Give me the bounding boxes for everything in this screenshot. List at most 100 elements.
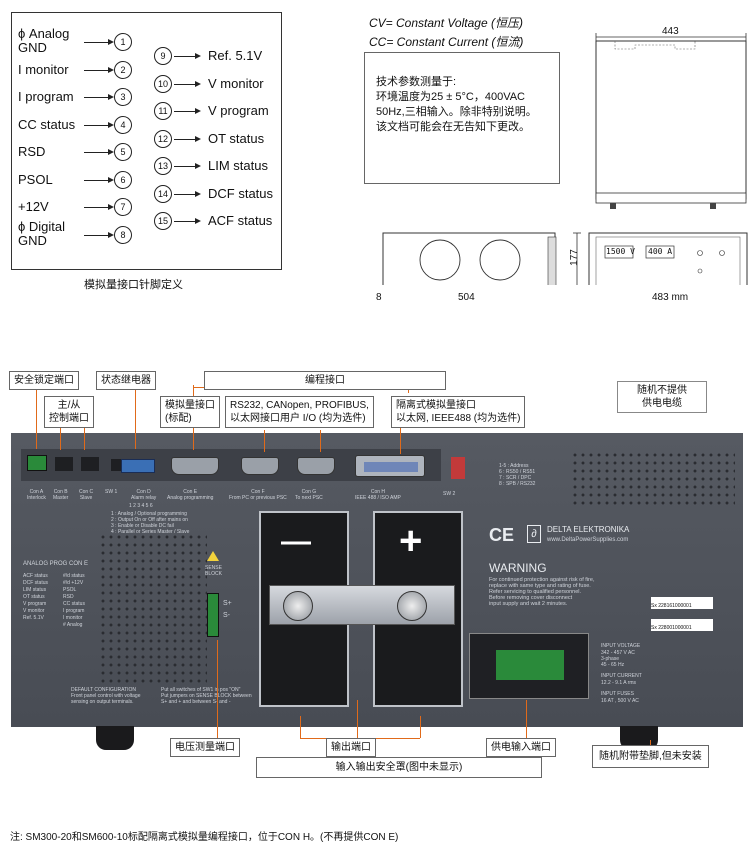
pin-number-circle: 11: [154, 102, 172, 120]
analog-pin-row: Ref. 5.1V: [23, 615, 44, 621]
pin-number-circle: 13: [154, 157, 172, 175]
callout-safety-cover: 输入输出安全罩(图中未显示): [256, 757, 542, 778]
connector-label: Con A Interlock: [27, 489, 46, 501]
spec-line: 环境温度为25 ± 5°C，400VAC: [376, 91, 525, 103]
pin-number-circle: 8: [114, 225, 132, 244]
pin-label-right: OT status: [208, 130, 265, 146]
pinout-caption: 模拟量接口针脚定义: [84, 279, 183, 291]
pin-arrow-line-left: [84, 97, 108, 98]
input-current-value: 12.2 - 9.1 A rms: [601, 680, 637, 686]
brand-name: DELTA ELEKTRONIKA: [547, 525, 630, 534]
con-g-connector[interactable]: [297, 457, 335, 475]
dim-front-width: 483 mm: [652, 292, 689, 303]
pin-label-left: I monitor: [18, 61, 69, 77]
con-c-connector[interactable]: [81, 457, 99, 471]
arrow-right-icon: [108, 39, 114, 45]
pin-number-circle: 2: [114, 60, 132, 79]
front-display-v-value: 1500: [606, 247, 626, 256]
connector-label: Con F From PC or previous PSC: [229, 489, 287, 501]
callout-isolated-analog: 隔离式模拟量接口 以太网, IEEE488 (均为选件): [391, 396, 526, 428]
pin-arrow-line-right: [174, 193, 196, 195]
sw1-item: 1 : Analog / Optional programming: [111, 511, 187, 517]
dim-height: 177: [568, 249, 580, 266]
pin-label-left: I program: [18, 89, 74, 104]
pin-number-circle: 12: [154, 129, 172, 148]
pin-label-left: +12V: [18, 199, 49, 214]
pin-label-left: PSOL: [18, 171, 53, 187]
pin-arrow-line-left: [84, 234, 108, 236]
default-config-2: Put all switches of SW1 in pos "ON" Put …: [161, 687, 252, 705]
connector-label: Con E Analog programming: [167, 489, 214, 501]
output-bolt-positive[interactable]: [397, 591, 427, 621]
serial-label-2: Sx 228001000001: [651, 619, 713, 631]
default-config: DEFAULT CONFIGURATION Front panel contro…: [71, 687, 141, 705]
footnote: 注: SM300-20和SM600-10标配隔离式模拟量编程接口，位于CON H…: [10, 832, 399, 843]
sense-block-label: SENSE BLOCK: [205, 565, 222, 577]
sw2-item: 7 : SCR / DPC: [499, 475, 532, 481]
spec-line: 50Hz,三相输入。除非特别说明。: [376, 106, 537, 118]
spec-line: 技术参数测量于:: [376, 76, 457, 88]
arrow-right-icon: [108, 121, 114, 128]
arrow-right-icon: [195, 190, 201, 197]
arrow-right-icon: [195, 80, 201, 87]
con-b-connector[interactable]: [55, 457, 73, 471]
arrow-right-icon: [195, 108, 201, 114]
plus-sign: +: [399, 519, 423, 563]
analog-pin-row: # Analog: [63, 622, 83, 628]
front-display-a-value: 400: [648, 247, 663, 256]
analog-prog-title: ANALOG PROG CON E: [23, 561, 89, 567]
spec-line: 该文档可能会在无告知下更改。: [376, 121, 530, 133]
dim-width-top: 443: [662, 26, 679, 37]
pin-number-circle: 9: [154, 47, 172, 65]
analog-pin-row: DCF status: [23, 580, 49, 586]
pin-arrow-line-left: [84, 42, 108, 43]
pin-arrow-line-right: [174, 83, 196, 85]
callout-feet: 随机附带垫脚,但未安装: [592, 745, 709, 768]
arrow-right-icon: [108, 231, 114, 238]
pin-label-right: ACF status: [208, 213, 273, 228]
pin-arrow-line-right: [174, 221, 196, 222]
con-f-connector[interactable]: [241, 457, 279, 475]
pin-arrow-line-right: [174, 166, 196, 167]
connector-label: Con C Slave: [79, 489, 94, 501]
pin-label-right: V monitor: [208, 75, 264, 91]
pin-number-circle: 7: [114, 198, 132, 216]
power-input-block[interactable]: [469, 633, 589, 699]
callout-analog-port: 模拟量接口 (标配): [160, 396, 220, 428]
arrow-right-icon: [108, 176, 114, 183]
con-h-connector[interactable]: [355, 455, 425, 477]
connector-label: SW 1: [105, 489, 118, 495]
minus-sign: —: [281, 525, 311, 558]
analog-pin-row: CC status: [63, 601, 85, 607]
analog-pin-row: ACF status: [23, 573, 48, 579]
pin-label-right: V program: [208, 103, 269, 118]
dimension-drawings: [382, 33, 748, 285]
warning-text: For continued protection against risk of…: [489, 577, 595, 607]
vent-grille-left: [99, 533, 207, 683]
arrow-right-icon: [108, 66, 114, 73]
arrow-right-icon: [195, 135, 201, 142]
sw2-item: 6 : RS50 / RS51: [499, 469, 536, 475]
dim-offset: 8: [376, 292, 382, 303]
spec-note-box: 技术参数测量于: 环境温度为25 ± 5°C，400VAC 50Hz,三相输入。除非…: [364, 52, 560, 184]
output-bolt-negative[interactable]: [283, 591, 313, 621]
pin-number-circle: 5: [114, 143, 132, 161]
sw1-item: 3 : Enable or Disable DC fail: [111, 523, 174, 529]
sw2-label: SW 2: [443, 491, 456, 497]
con-a-connector[interactable]: [27, 455, 47, 471]
input-fuses-title: INPUT FUSES: [601, 691, 634, 697]
arrow-right-icon: [108, 204, 114, 210]
connector-label: Con D Alarm relay: [131, 489, 157, 501]
con-e-connector[interactable]: [171, 457, 219, 475]
front-display-a: 400 A: [648, 247, 672, 256]
callout-status-relay: 状态继电器: [96, 371, 156, 390]
pin-arrow-line-right: [174, 138, 196, 140]
callout-sense-port: 电压测量端口: [170, 738, 240, 757]
con-d-connector[interactable]: [121, 459, 155, 473]
pin-number-circle: 6: [114, 170, 132, 189]
arrow-right-icon: [195, 218, 201, 224]
sw2-switch[interactable]: [451, 457, 465, 479]
cv-note: CV= Constant Voltage (恒压): [369, 16, 523, 30]
sense-block-connector[interactable]: [207, 593, 219, 637]
